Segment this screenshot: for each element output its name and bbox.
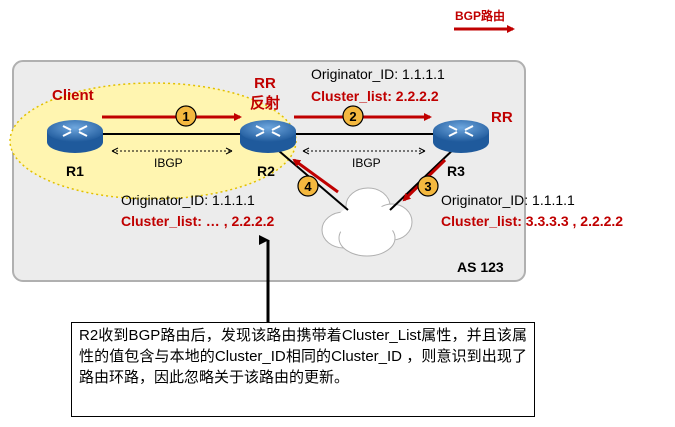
explanation-note: R2收到BGP路由后，发现该路由携带着Cluster_List属性，并且该属性的… xyxy=(71,322,535,417)
step-badge-2: 2 xyxy=(342,105,364,127)
r2-name: R2 xyxy=(257,163,275,179)
step-badge-3: 3 xyxy=(417,175,439,197)
ibgp-label-r1-r2: IBGP xyxy=(154,156,183,170)
router-r3-icon xyxy=(433,120,489,153)
right-cluster-list: Cluster_list: 3.3.3.3 , 2.2.2.2 xyxy=(441,213,624,229)
right-originator-id: Originator_ID: 1.1.1.1 xyxy=(441,192,575,208)
as-label: AS 123 xyxy=(457,259,504,275)
cloud xyxy=(321,187,413,257)
r1-role-label: Client xyxy=(52,87,94,104)
r3-name: R3 xyxy=(447,163,465,179)
step-3-label: 3 xyxy=(424,179,431,194)
top-originator-id: Originator_ID: 1.1.1.1 xyxy=(311,66,445,82)
r2-role-label: RR 反射 xyxy=(250,75,281,112)
left-originator-id: Originator_ID: 1.1.1.1 xyxy=(121,192,255,208)
router-r1-icon xyxy=(47,120,103,153)
left-cluster-list: Cluster_list: … , 2.2.2.2 xyxy=(121,213,275,229)
r1-name: R1 xyxy=(66,163,84,179)
legend-label: BGP路由 xyxy=(455,9,506,23)
ibgp-label-r2-r3: IBGP xyxy=(352,156,381,170)
step-2-label: 2 xyxy=(349,109,356,124)
top-cluster-list: Cluster_list: 2.2.2.2 xyxy=(311,88,439,104)
step-1-label: 1 xyxy=(182,109,189,124)
ibgp-arrows xyxy=(111,147,426,155)
step-badge-1: 1 xyxy=(175,105,197,127)
step-badge-4: 4 xyxy=(297,175,319,197)
router-r2-icon xyxy=(240,120,296,153)
step-4-label: 4 xyxy=(304,179,312,194)
r3-role-label: RR xyxy=(491,109,513,126)
